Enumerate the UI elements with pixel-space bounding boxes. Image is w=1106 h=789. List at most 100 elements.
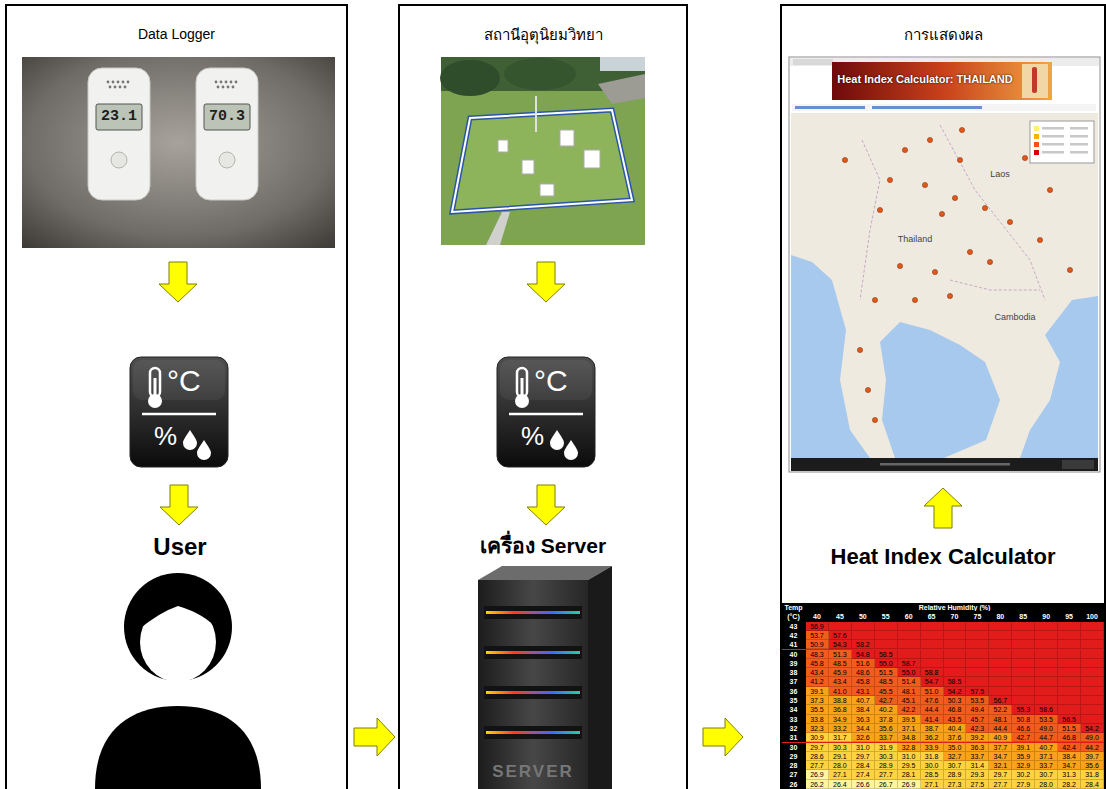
- table-cell-text: 27.7: [806, 761, 828, 770]
- table-cell-text: 26.9: [806, 770, 828, 779]
- lcd-reading-wrap: 70.3: [209, 109, 245, 126]
- table-cell: 54.2: [944, 687, 967, 696]
- table-cell-text: 28.9: [944, 770, 966, 779]
- table-cell: 36.3: [852, 715, 875, 724]
- table-cell: 39.1: [806, 687, 829, 696]
- table-cell-text: 36.8: [829, 705, 851, 714]
- empty-cell: [1035, 640, 1058, 649]
- temp-header-text: Temp (°C): [782, 603, 805, 622]
- table-cell: 27.9: [1012, 780, 1035, 789]
- table-cell-text: 26.4: [829, 780, 851, 789]
- column-header: 100: [1081, 612, 1104, 621]
- table-cell: 49.4: [966, 705, 989, 714]
- table-cell-text: 28.5: [921, 770, 943, 779]
- sensor-icon: °C%: [497, 357, 595, 467]
- panel: การแสดงผลHeat Index Calculator: THAILAND…: [780, 4, 1106, 789]
- heat-index-table: Temp (°C)Relative Humidity (%)4045505560…: [782, 603, 1104, 789]
- table-cell-text: 55.3: [1012, 705, 1034, 714]
- table-cell: 29.7: [806, 743, 829, 752]
- table-cell: 39.5: [898, 715, 921, 724]
- table-cell: 28.9: [875, 761, 898, 770]
- row-header-text: 43: [782, 622, 805, 631]
- table-cell-text: 31.0: [852, 743, 874, 752]
- row-header-text: 34: [782, 705, 805, 714]
- table-cell: 41.2: [806, 677, 829, 686]
- table-cell-text: 51.6: [852, 659, 874, 668]
- table-cell: 45.7: [966, 715, 989, 724]
- row-header-text: 31: [782, 733, 805, 742]
- node-label-wrap: Heat Index Calculator: [782, 544, 1104, 570]
- table-cell-text: 28.4: [1081, 780, 1103, 789]
- table-cell-text: 53.5: [1035, 715, 1057, 724]
- row-header-text: 29: [782, 752, 805, 761]
- table-cell-text: 39.5: [898, 715, 920, 724]
- empty-cell: [1081, 705, 1104, 714]
- table-cell: 28.0: [1035, 780, 1058, 789]
- table-cell: 57.6: [829, 631, 852, 640]
- table-cell-text: 41.0: [829, 687, 851, 696]
- table-cell-text: 51.5: [875, 668, 897, 677]
- table-cell-text: 43.5: [944, 715, 966, 724]
- empty-cell: [1081, 668, 1104, 677]
- empty-cell: [1035, 631, 1058, 640]
- table-cell-text: 26.7: [875, 780, 897, 789]
- table-cell-text: 51.4: [898, 677, 920, 686]
- table-cell: 46.8: [1058, 733, 1081, 742]
- table-cell-text: 28.2: [1058, 780, 1080, 789]
- table-cell: 37.1: [898, 724, 921, 733]
- row-header-text: 26: [782, 780, 805, 789]
- map-label-wrap: Thailand: [898, 235, 933, 245]
- table-cell: 35.5: [806, 705, 829, 714]
- flow-arrow: [527, 485, 565, 525]
- table-cell-text: 40.7: [1035, 743, 1057, 752]
- table-cell-text: 53.7: [806, 631, 828, 640]
- lcd-reading: 70.3: [209, 109, 245, 126]
- empty-cell: [1035, 650, 1058, 659]
- table-cell: 47.6: [921, 696, 944, 705]
- node-label: Heat Index Calculator: [782, 544, 1104, 570]
- empty-cell: [875, 622, 898, 631]
- table-cell: 54.8: [852, 650, 875, 659]
- empty-cell: [1081, 696, 1104, 705]
- table-cell-text: 35.9: [1012, 752, 1034, 761]
- panel-title-wrap: สถานีอุตุนิยมวิทยา: [400, 26, 686, 44]
- table-cell-text: 35.6: [875, 724, 897, 733]
- table-cell: 35.6: [875, 724, 898, 733]
- temp-header: Temp (°C): [782, 603, 806, 622]
- unit-label: %: [521, 421, 551, 452]
- table-cell: 27.4: [852, 770, 875, 779]
- table-cell: 35.6: [1081, 761, 1104, 770]
- flow-arrow: [354, 718, 395, 756]
- map-label: Thailand: [898, 235, 933, 245]
- node-label: เครื่อง Server: [420, 533, 666, 558]
- empty-cell: [1058, 650, 1081, 659]
- column-header: 50: [852, 612, 875, 621]
- table-cell: 37.7: [989, 743, 1012, 752]
- table-cell-text: 58.2: [852, 640, 874, 649]
- table-cell: 37.1: [1035, 752, 1058, 761]
- unit-label-wrap: °C: [534, 363, 590, 399]
- table-cell: 30.9: [806, 733, 829, 742]
- table-cell-text: 57.5: [966, 687, 988, 696]
- table-cell: 26.9: [898, 780, 921, 789]
- row-header-text: 35: [782, 696, 805, 705]
- table-cell: 33.8: [806, 715, 829, 724]
- banner-title-wrap: Heat Index Calculator: THAILAND: [832, 73, 1018, 86]
- flow-arrow: [527, 262, 565, 302]
- empty-cell: [1012, 631, 1035, 640]
- empty-cell: [1058, 622, 1081, 631]
- table-cell-text: 30.3: [875, 752, 897, 761]
- table-cell: 53.7: [806, 631, 829, 640]
- table-cell: 32.1: [989, 761, 1012, 770]
- empty-cell: [852, 631, 875, 640]
- table-cell: 48.5: [875, 677, 898, 686]
- empty-cell: [966, 631, 989, 640]
- empty-cell: [1081, 650, 1104, 659]
- user-node: User: [60, 533, 300, 789]
- weather-station-photo: [440, 57, 645, 245]
- table-cell: 33.7: [1035, 761, 1058, 770]
- column-header: 80: [989, 612, 1012, 621]
- empty-cell: [1058, 705, 1081, 714]
- empty-cell: [989, 631, 1012, 640]
- table-cell: 39.2: [966, 733, 989, 742]
